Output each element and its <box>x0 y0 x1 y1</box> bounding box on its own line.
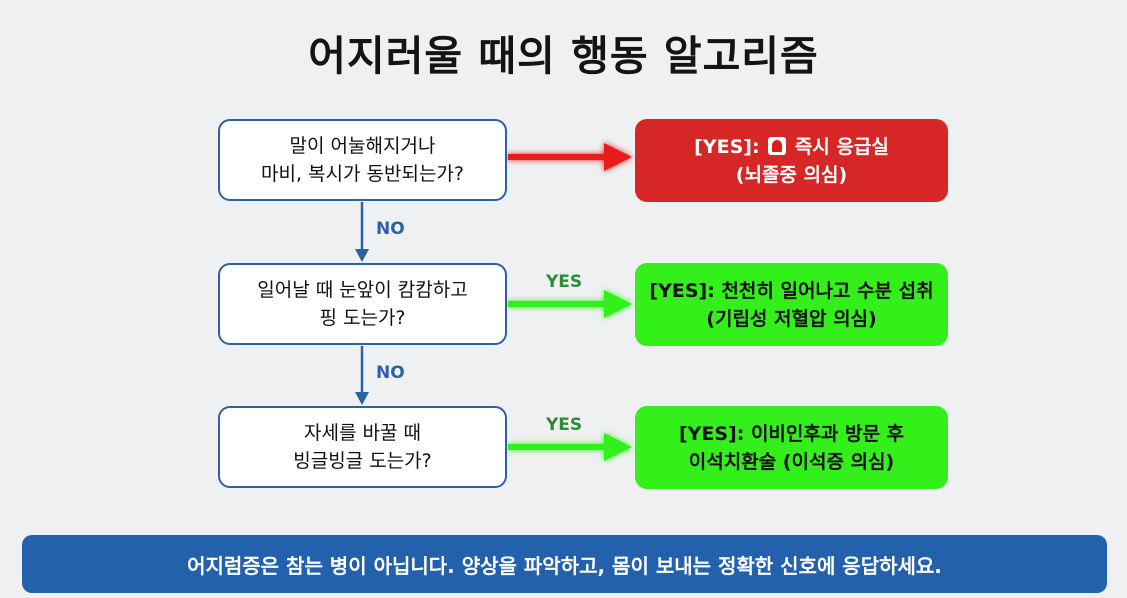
page-title: 어지러울 때의 행동 알고리즘 <box>308 32 819 80</box>
no-label-1: NO <box>376 219 405 239</box>
question-box-2: 일어날 때 눈앞이 캄캄하고 핑 도는가? <box>218 263 507 345</box>
arrow-to-emergency <box>508 143 632 171</box>
question-3-line2: 빙글빙글 도는가? <box>293 450 432 472</box>
arrow-no-1 <box>355 202 369 262</box>
result-box-orthostatic: [YES]: 천천히 일어나고 수분 섭취 (기립성 저혈압 의심) <box>635 263 948 346</box>
result-3-line2: 이석치환술 (이석증 의심) <box>688 450 895 473</box>
result-2-line2: (기립성 저혈압 의심) <box>706 307 877 330</box>
arrow-no-2 <box>355 346 369 405</box>
yes-label-2: YES <box>546 415 583 435</box>
no-label-2: NO <box>376 363 405 383</box>
question-1-line1: 말이 어눌해지거나 <box>289 135 436 157</box>
result-1-prefix: [YES]: <box>694 135 760 158</box>
banner-text: 어지럼증은 참는 병이 아닙니다. 양상을 파악하고, 몸이 보내는 정확한 신… <box>187 553 942 578</box>
siren-icon <box>768 136 787 155</box>
question-3-line1: 자세를 바꿀 때 <box>304 422 421 444</box>
arrow-to-bppv <box>508 433 632 461</box>
result-1-line2: (뇌졸중 의심) <box>735 163 848 186</box>
footer-banner: 어지럼증은 참는 병이 아닙니다. 양상을 파악하고, 몸이 보내는 정확한 신… <box>22 535 1107 593</box>
result-1-line1: [YES]: 즉시 응급실 <box>694 133 889 161</box>
yes-label-1: YES <box>546 272 583 292</box>
question-box-3: 자세를 바꿀 때 빙글빙글 도는가? <box>218 406 507 488</box>
result-box-bppv: [YES]: 이비인후과 방문 후 이석치환술 (이석증 의심) <box>635 406 948 489</box>
arrow-to-orthostatic <box>508 290 632 318</box>
result-3-line1: [YES]: 이비인후과 방문 후 <box>678 422 905 445</box>
result-2-line1: [YES]: 천천히 일어나고 수분 섭취 <box>649 279 934 302</box>
question-2-line1: 일어날 때 눈앞이 캄캄하고 <box>257 279 468 301</box>
question-1-line2: 마비, 복시가 동반되는가? <box>260 163 464 185</box>
result-1-text: 즉시 응급실 <box>794 135 889 158</box>
result-box-emergency: [YES]: 즉시 응급실 (뇌졸중 의심) <box>635 119 948 202</box>
question-box-1: 말이 어눌해지거나 마비, 복시가 동반되는가? <box>218 119 507 201</box>
question-2-line2: 핑 도는가? <box>319 307 406 329</box>
